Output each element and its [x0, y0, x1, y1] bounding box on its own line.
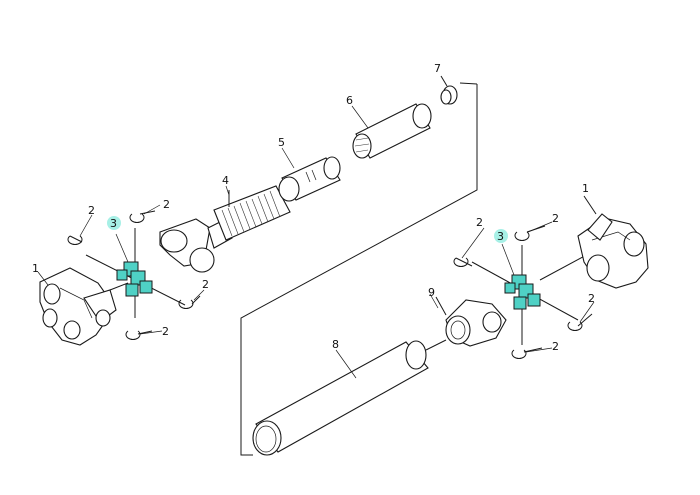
label-item-2-g: 2	[588, 292, 595, 305]
label-item-9: 9	[428, 286, 435, 299]
label-item-2-d: 2	[162, 325, 169, 338]
label-item-2-f: 2	[552, 212, 559, 225]
label-item-2-c: 2	[202, 278, 209, 291]
label-item-1-right: 1	[582, 182, 589, 195]
highlight-marker-right	[494, 229, 508, 243]
universal-joint-cross-right	[471, 245, 593, 345]
assembly-frame	[240, 82, 478, 456]
label-item-3-left: 3	[110, 217, 117, 230]
label-item-4: 4	[222, 174, 229, 187]
label-item-3-right: 3	[497, 230, 504, 243]
propeller-tube	[252, 339, 447, 456]
universal-joint-cross-left	[85, 228, 186, 318]
label-item-7: 7	[434, 62, 441, 75]
leader-lines	[37, 105, 595, 379]
snap-rings-left	[67, 210, 201, 340]
flange-yoke-right	[577, 195, 649, 289]
splined-slip-yoke	[159, 185, 291, 273]
label-item-2-b: 2	[163, 198, 170, 211]
tube-weld-yoke	[435, 296, 507, 347]
label-item-2-e: 2	[476, 216, 483, 229]
spline-sleeve	[278, 156, 341, 202]
label-item-1-left: 1	[32, 262, 39, 275]
flange-yoke-left	[39, 267, 129, 346]
label-item-2-h: 2	[552, 340, 559, 353]
label-item-6: 6	[346, 94, 353, 107]
label-item-8: 8	[332, 338, 339, 351]
highlight-marker-left	[107, 216, 121, 230]
callout-labels: 1 2 3 2 2 2 4 5 6 7 8 9 2 3 2 1 2 2	[32, 62, 595, 353]
label-item-5: 5	[278, 136, 285, 149]
splined-tube	[352, 103, 432, 159]
dust-cap	[440, 75, 458, 105]
label-item-2-a: 2	[88, 204, 95, 217]
